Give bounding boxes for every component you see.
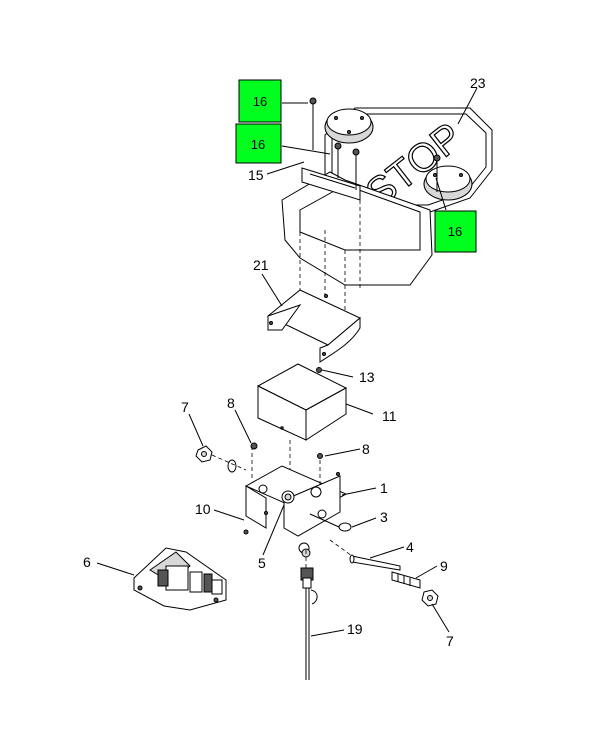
highlight-callout-label: 16 <box>253 94 267 109</box>
callout-9[interactable]: 9 <box>440 558 448 574</box>
callout-7[interactable]: 7 <box>446 633 454 649</box>
switch-bracket-assembly <box>195 440 439 607</box>
callout-6[interactable]: 6 <box>83 554 91 570</box>
callout-5[interactable]: 5 <box>258 555 266 571</box>
highlight-callout-16-right[interactable]: 16 <box>434 210 477 253</box>
callout-11[interactable]: 11 <box>382 408 397 424</box>
callout-8[interactable]: 8 <box>227 395 235 411</box>
callout-numbers: 23 15 21 13 11 7 8 8 1 10 3 5 4 6 9 7 19 <box>83 75 486 649</box>
highlight-callout-label: 16 <box>251 137 265 152</box>
leader-lines <box>96 87 478 637</box>
callout-19[interactable]: 19 <box>347 621 363 637</box>
callout-13[interactable]: 13 <box>359 369 375 385</box>
callout-10[interactable]: 10 <box>195 501 211 517</box>
callout-1[interactable]: 1 <box>380 480 388 496</box>
callout-8[interactable]: 8 <box>362 441 370 457</box>
cable-19 <box>300 550 318 680</box>
callout-15[interactable]: 15 <box>248 167 264 183</box>
callout-23[interactable]: 23 <box>470 75 486 91</box>
callout-3[interactable]: 3 <box>380 509 388 525</box>
motor-switch-6 <box>133 547 227 611</box>
highlight-callout-label: 16 <box>448 224 462 239</box>
callout-7[interactable]: 7 <box>181 399 189 415</box>
highlight-callout-16-top[interactable]: 16 <box>238 79 282 123</box>
sign-mounting-frame <box>281 97 441 310</box>
callout-21[interactable]: 21 <box>253 257 269 273</box>
bracket-21 <box>267 289 361 363</box>
highlight-callout-16-middle[interactable]: 16 <box>235 123 282 164</box>
cover-11 <box>256 363 348 441</box>
callout-4[interactable]: 4 <box>406 539 414 555</box>
